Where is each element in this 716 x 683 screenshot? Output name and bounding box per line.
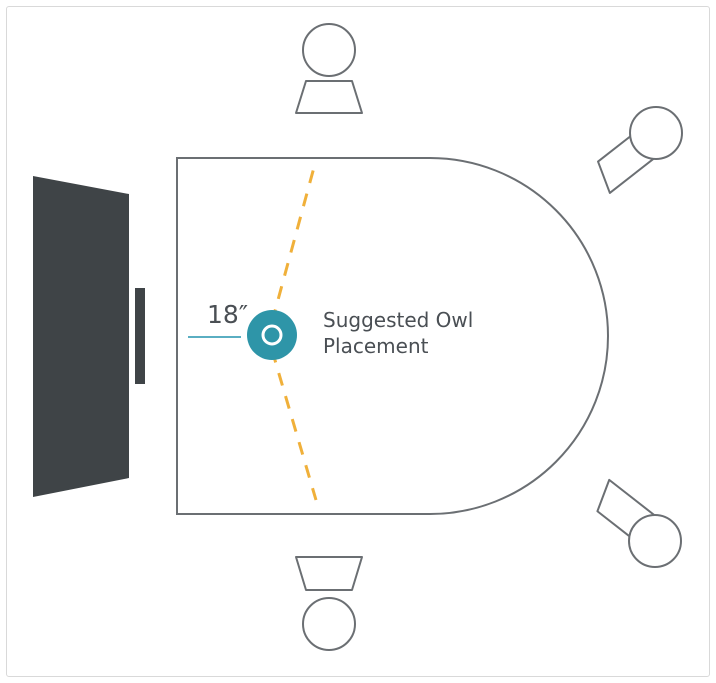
chair-person-head: [628, 514, 682, 568]
camera-angle-line-upper: [270, 159, 318, 323]
tv-soundbar: [135, 288, 145, 384]
chair-person-icon: [295, 23, 363, 114]
placement-label-line2: Placement: [323, 334, 429, 358]
conference-table: [176, 157, 609, 515]
camera-angle-line-lower: [270, 349, 318, 501]
distance-label: 18″: [207, 300, 248, 329]
tv-screen-icon: [33, 176, 129, 497]
placement-label-line1: Suggested Owl: [323, 308, 473, 332]
chair-person-head: [629, 106, 683, 160]
chair-person-icon: [295, 556, 363, 651]
owl-camera-icon: [247, 310, 297, 360]
